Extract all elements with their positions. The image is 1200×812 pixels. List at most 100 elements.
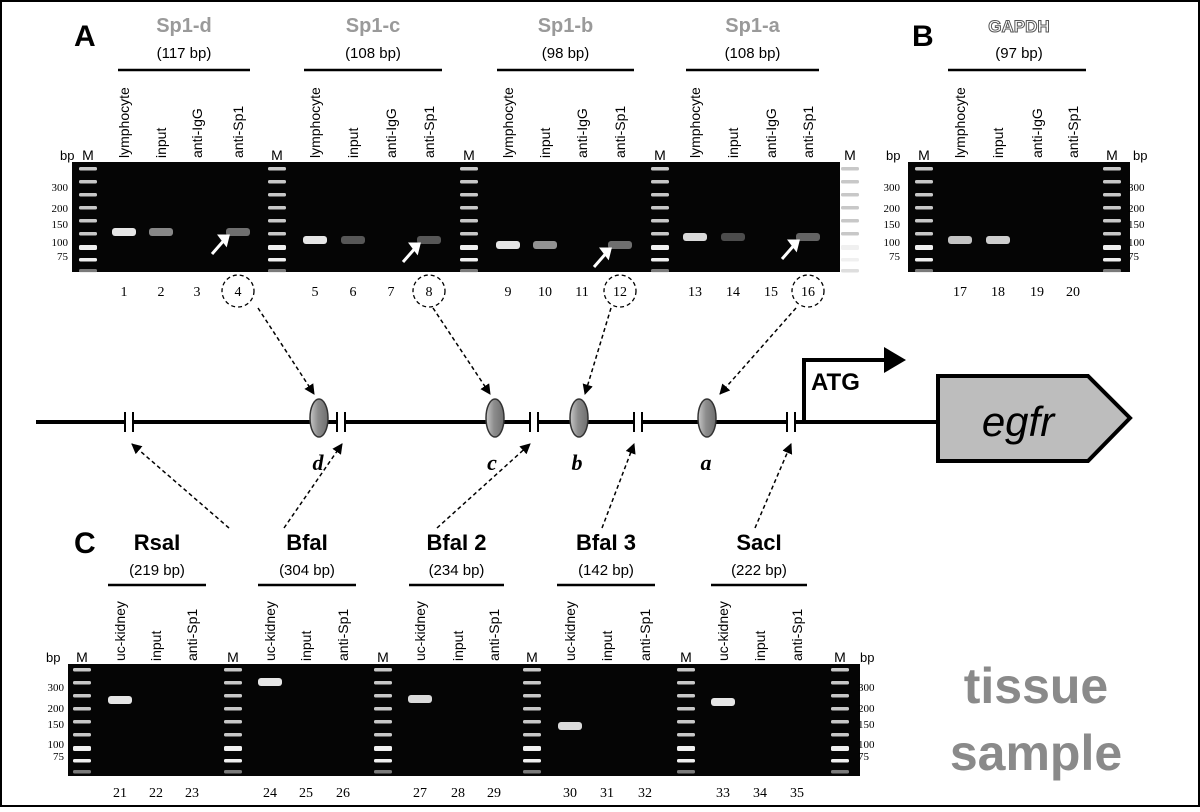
lane-label: anti-Sp1 [612, 106, 628, 158]
marker-ladder-band [224, 746, 242, 751]
marker-ladder-band [651, 167, 669, 171]
gel-band [948, 236, 972, 244]
lane-number: 31 [600, 786, 614, 801]
marker-ladder-band [460, 269, 478, 273]
marker-ladder-band [523, 720, 541, 724]
dashed-connector-arrow [432, 307, 491, 395]
marker-ladder-band [841, 232, 859, 236]
marker-ladder-band [224, 681, 242, 685]
marker-lane-label: M [844, 147, 856, 163]
marker-ladder-band [651, 269, 669, 273]
lane-label: input [345, 128, 361, 158]
gel-band [258, 678, 282, 686]
ladder-size-label: 300 [52, 182, 69, 194]
lane-label: uc-kidney [562, 601, 578, 661]
marker-ladder-band [651, 258, 669, 262]
lane-number: 8 [426, 285, 433, 300]
lane-label: anti-Sp1 [230, 106, 246, 158]
marker-ladder-band [73, 668, 91, 672]
marker-ladder-band [1103, 219, 1121, 223]
marker-ladder-band [841, 180, 859, 184]
marker-ladder-band [651, 232, 669, 236]
gel-band [112, 228, 136, 236]
marker-ladder-band [224, 694, 242, 698]
gel-band [608, 241, 632, 249]
marker-ladder-band [523, 668, 541, 672]
marker-ladder-band [915, 219, 933, 223]
lane-label: lymphocyte [952, 87, 968, 158]
lane-number: 10 [538, 285, 552, 300]
lane-number: 32 [638, 786, 652, 801]
ladder-size-label: 300 [1128, 182, 1145, 194]
marker-ladder-band [460, 232, 478, 236]
marker-ladder-band [268, 245, 286, 250]
marker-ladder-band [841, 219, 859, 223]
lane-number: 14 [726, 285, 740, 300]
marker-ladder-band [79, 219, 97, 223]
primer-name: Sp1-d [156, 15, 212, 37]
marker-ladder-band [523, 681, 541, 685]
marker-ladder-band [677, 759, 695, 763]
marker-ladder-band [79, 269, 97, 273]
marker-ladder-band [831, 733, 849, 737]
lane-number: 21 [113, 786, 127, 801]
restriction-site-gap [336, 412, 346, 432]
lane-label: lymphocyte [500, 87, 516, 158]
marker-ladder-band [651, 193, 669, 197]
ladder-size-label: 100 [884, 237, 901, 249]
marker-ladder-band [831, 681, 849, 685]
amplicon-size: (108 bp) [345, 45, 401, 62]
control-name: GAPDH [988, 17, 1049, 36]
lane-label: input [752, 631, 768, 661]
bp-axis-label: bp [1133, 148, 1147, 163]
lane-number: 3 [194, 285, 201, 300]
gel-band [108, 696, 132, 704]
gel-band [796, 233, 820, 241]
sp1-band-arrow [592, 247, 612, 268]
lane-label: lymphocyte [307, 87, 323, 158]
marker-ladder-band [915, 232, 933, 236]
marker-ladder-band [268, 269, 286, 273]
marker-ladder-band [374, 720, 392, 724]
marker-lane-label: M [918, 147, 930, 163]
lane-label: anti-IgG [189, 108, 205, 158]
lane-number: 4 [235, 285, 242, 300]
marker-ladder-band [73, 759, 91, 763]
ladder-size-label: 200 [48, 703, 65, 715]
marker-lane-label: M [680, 649, 692, 665]
marker-ladder-band [523, 770, 541, 774]
ladder-size-label: 200 [1128, 203, 1145, 215]
lane-number: 5 [312, 285, 319, 300]
lane-label: lymphocyte [687, 87, 703, 158]
marker-ladder-band [73, 694, 91, 698]
marker-ladder-band [460, 193, 478, 197]
marker-ladder-band [523, 746, 541, 751]
marker-ladder-band [651, 219, 669, 223]
lane-label: anti-Sp1 [789, 609, 805, 661]
bp-axis-label: bp [886, 148, 900, 163]
lane-number: 6 [350, 285, 357, 300]
sp1-band-arrow [401, 242, 421, 263]
marker-ladder-band [268, 258, 286, 262]
lane-label: anti-IgG [383, 108, 399, 158]
marker-ladder-band [374, 746, 392, 751]
panel-label-b: B [912, 20, 934, 53]
lane-number: 22 [149, 786, 163, 801]
marker-ladder-band [841, 258, 859, 262]
marker-ladder-band [915, 193, 933, 197]
lane-label: anti-Sp1 [1065, 106, 1081, 158]
marker-ladder-band [1103, 232, 1121, 236]
marker-lane-label: M [82, 147, 94, 163]
gel-band [711, 698, 735, 706]
marker-ladder-band [1103, 167, 1121, 171]
marker-ladder-band [79, 232, 97, 236]
lane-number: 20 [1066, 285, 1080, 300]
marker-ladder-band [374, 681, 392, 685]
amplicon-size: (234 bp) [429, 562, 485, 579]
lane-number: 13 [688, 285, 702, 300]
panel-label-a: A [74, 20, 96, 53]
marker-lane-label: M [526, 649, 538, 665]
marker-ladder-band [841, 245, 859, 250]
primer-name: Sp1-b [538, 15, 594, 37]
marker-ladder-band [651, 180, 669, 184]
